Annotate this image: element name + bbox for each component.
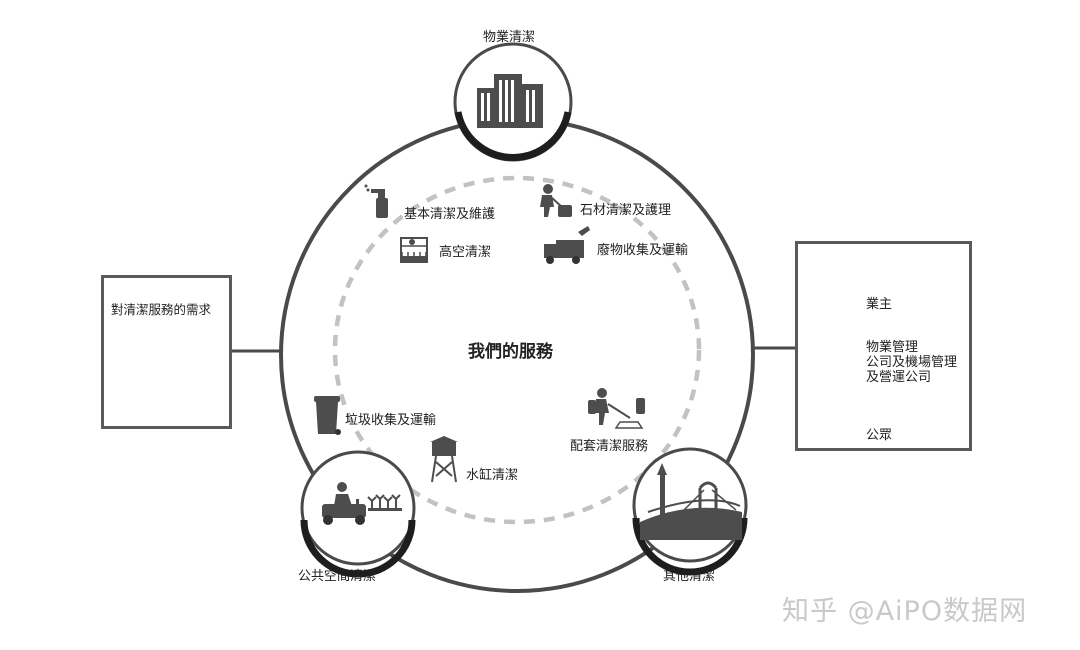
trash-bin-icon (314, 396, 341, 435)
high-rise-window-cleaning-icon (400, 237, 428, 263)
floor-polisher-worker-icon (540, 184, 572, 217)
node-bottom-left-label: 公共空間清潔 (298, 569, 377, 584)
node-top (453, 42, 573, 162)
clients-box (795, 241, 972, 451)
node-bottom-right-label: 其他清潔 (663, 569, 716, 584)
client-airport-management-label: 公司及機場管理 (866, 355, 958, 370)
garbage-truck-icon (544, 226, 590, 264)
service-water-tank-label: 水缸清潔 (466, 468, 519, 483)
client-operating-companies-label: 及營運公司 (866, 370, 932, 385)
center-title: 我們的服務 (468, 342, 553, 362)
sanitizing-worker-icon (588, 388, 645, 429)
node-bottom-left (300, 450, 416, 578)
node-bottom-right (632, 447, 748, 576)
inner-dashed-ring (332, 175, 702, 525)
node-top-label: 物業清潔 (483, 30, 536, 45)
client-property-management-label: 物業管理 (866, 340, 919, 355)
demand-box-title: 對清潔服務的需求 (111, 302, 212, 317)
service-stone-care-label: 石材清潔及護理 (580, 203, 672, 218)
bridge-skyline-icon (640, 463, 742, 540)
watermark: 知乎 @AiPO数据网 (782, 596, 1028, 627)
demand-box: 對清潔服務的需求 (101, 275, 232, 429)
service-basic-cleaning-label: 基本清潔及維護 (404, 207, 496, 222)
service-high-rise-label: 高空清潔 (439, 245, 492, 260)
client-owners-label: 業主 (866, 297, 893, 312)
service-ancillary-label: 配套清潔服務 (570, 439, 649, 454)
ride-on-mower-icon (322, 482, 402, 525)
spray-bottle-icon (364, 184, 388, 218)
client-public-label: 公眾 (866, 428, 893, 443)
service-waste-collection-label: 廢物收集及運輸 (597, 243, 689, 258)
service-garbage-collection-label: 垃圾收集及運輸 (345, 413, 437, 428)
water-tank-tower-icon (430, 436, 458, 483)
office-building-icon (477, 74, 543, 128)
